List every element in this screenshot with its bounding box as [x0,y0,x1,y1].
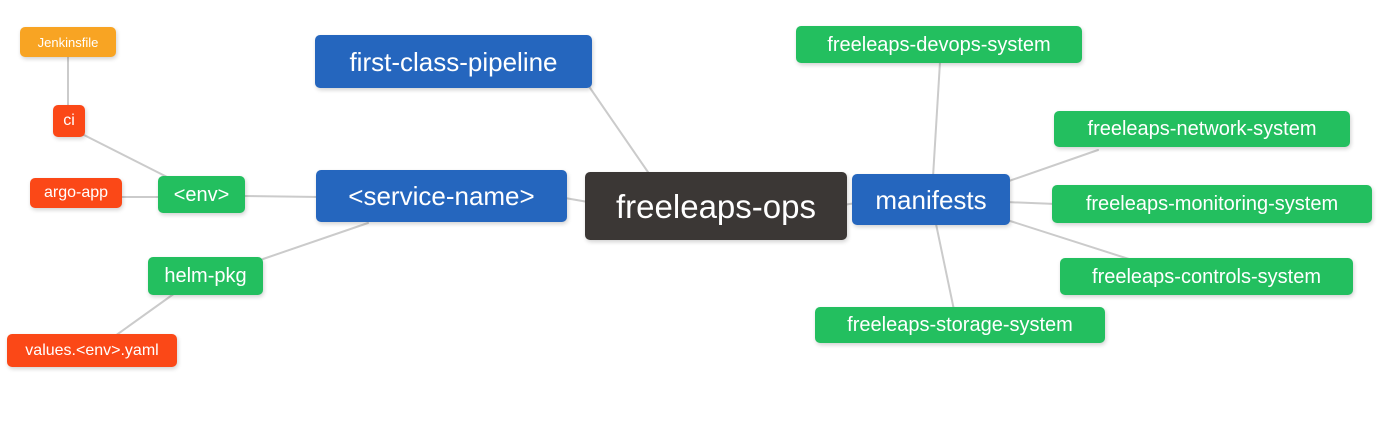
edge-manifests-network [1005,149,1099,183]
node-freeleaps-controls-system[interactable]: freeleaps-controls-system [1060,258,1353,295]
edge-values-helm-pkg [114,292,176,337]
edge-manifests-storage [935,223,955,311]
edge-manifests-controls [1006,219,1133,261]
node-freeleaps-network-system[interactable]: freeleaps-network-system [1054,111,1350,147]
node-freeleaps-monitoring-system[interactable]: freeleaps-monitoring-system [1052,185,1372,223]
node-jenkinsfile[interactable]: Jenkinsfile [20,27,116,57]
node-first-class-pipeline[interactable]: first-class-pipeline [315,35,592,88]
node-freeleaps-devops-system[interactable]: freeleaps-devops-system [796,26,1082,63]
node-env[interactable]: <env> [158,176,245,213]
edge-manifests-monitoring [1005,201,1057,205]
node-ci[interactable]: ci [53,105,85,137]
node-values-env-yaml[interactable]: values.<env>.yaml [7,334,177,367]
edge-env-service-name [241,195,321,198]
edge-manifests-devops [932,61,941,178]
node-freeleaps-storage-system[interactable]: freeleaps-storage-system [815,307,1105,343]
edge-pipeline-root [587,84,651,176]
edge-service-name-root [564,197,589,203]
node-helm-pkg[interactable]: helm-pkg [148,257,263,295]
node-manifests[interactable]: manifests [852,174,1010,225]
node-service-name[interactable]: <service-name> [316,170,567,222]
edge-ci-env [81,133,176,182]
node-freeleaps-ops-root[interactable]: freeleaps-ops [585,172,847,240]
node-argo-app[interactable]: argo-app [30,178,122,208]
edge-helm-pkg-service-name [262,222,369,260]
